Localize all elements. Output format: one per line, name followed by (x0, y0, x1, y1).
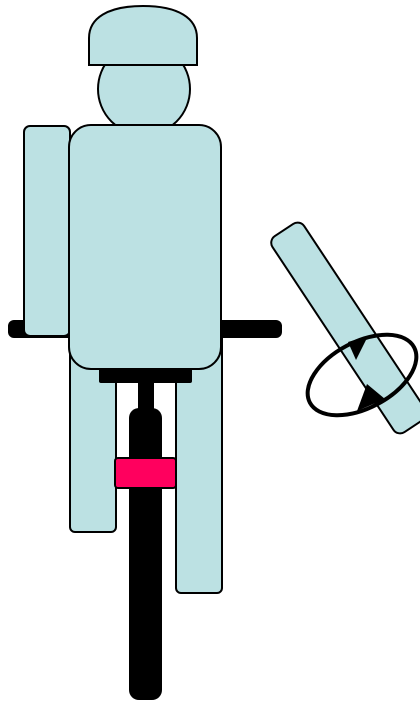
rear-wheel (129, 408, 162, 700)
saddle (99, 366, 192, 383)
signal-arm (270, 221, 420, 435)
rotation-arrowhead-top (348, 336, 368, 360)
rotation-arrowhead-bottom (357, 384, 385, 411)
seat-post (138, 376, 154, 414)
torso (68, 124, 222, 370)
circular-arrows-icon (305, 332, 419, 418)
helmet (88, 4, 198, 66)
rear-reflector (114, 457, 177, 489)
rotation-ring (305, 332, 419, 418)
left-arm (23, 125, 71, 337)
